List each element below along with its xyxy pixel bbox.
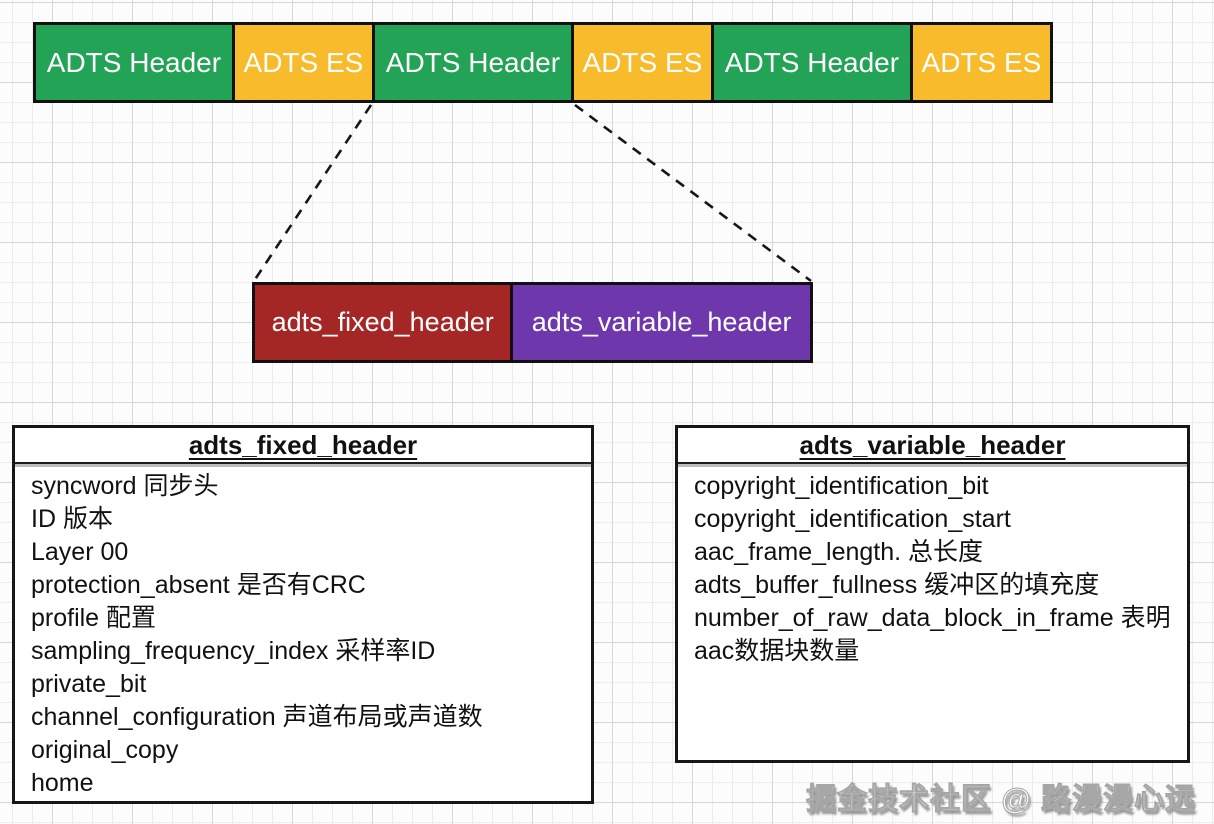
table-row: aac_frame_length. 总长度 — [694, 538, 984, 566]
dashed-connector-left — [252, 104, 373, 282]
table-row: adts_buffer_fullness 缓冲区的填充度 — [694, 571, 1100, 599]
table-row: home — [31, 769, 94, 797]
adts-header-expanded-row: adts_fixed_header adts_variable_header — [252, 282, 813, 363]
table-row: copyright_identification_bit — [694, 472, 989, 500]
table-row: protection_absent 是否有CRC — [31, 571, 366, 599]
variable-header-table-body: copyright_identification_bit copyright_i… — [678, 464, 1187, 668]
adts-es-block-3: ADTS ES — [912, 25, 1050, 100]
fixed-header-table-body: syncword 同步头 ID 版本 Layer 00 protection_a… — [15, 464, 591, 800]
adts-es-block-1: ADTS ES — [234, 25, 372, 100]
table-row: copyright_identification_start — [694, 505, 1011, 533]
table-row: sampling_frequency_index 采样率ID — [31, 637, 436, 665]
adts-fixed-header-block: adts_fixed_header — [255, 285, 511, 360]
adts-stream-row: ADTS Header ADTS ES ADTS Header ADTS ES … — [33, 22, 1053, 103]
table-row: private_bit — [31, 670, 147, 698]
table-row: channel_configuration 声道布局或声道数 — [31, 703, 483, 731]
adts-fixed-header-table: adts_fixed_header syncword 同步头 ID 版本 Lay… — [12, 425, 594, 804]
adts-variable-header-block: adts_variable_header — [513, 285, 810, 360]
watermark-text: 掘金技术社区 @ 路漫漫心远 — [806, 783, 1196, 817]
adts-header-block-2: ADTS Header — [375, 25, 571, 100]
adts-es-block-2: ADTS ES — [573, 25, 711, 100]
table-row: Layer 00 — [31, 538, 129, 566]
adts-variable-header-table: adts_variable_header copyright_identific… — [675, 425, 1190, 763]
dashed-connector-right — [574, 103, 812, 283]
table-row: number_of_raw_data_block_in_frame 表明aac数… — [694, 604, 1171, 665]
table-row: original_copy — [31, 736, 179, 764]
table-row: syncword 同步头 — [31, 472, 219, 500]
variable-header-table-title: adts_variable_header — [678, 428, 1187, 464]
adts-header-block-1: ADTS Header — [36, 25, 232, 100]
adts-header-block-3: ADTS Header — [714, 25, 910, 100]
fixed-header-table-title: adts_fixed_header — [15, 428, 591, 464]
table-row: profile 配置 — [31, 604, 157, 632]
table-row: ID 版本 — [31, 505, 113, 533]
